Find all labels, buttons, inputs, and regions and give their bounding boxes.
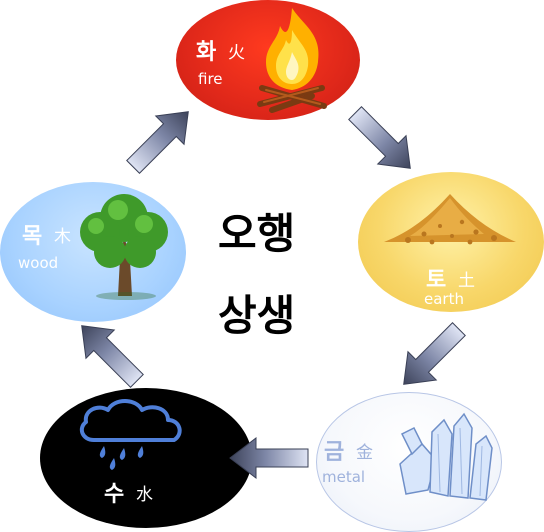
metal-english-label: metal [322,468,366,486]
water-korean-label: 수 [104,482,125,507]
diagram-title-line1: 오행 [218,209,296,258]
fire-english-label: fire [198,70,223,88]
wood-hanja-label: 木 [54,227,71,247]
arrow-fire-to-earth [348,106,411,169]
rain-cloud-icon [79,399,182,470]
water-node [40,388,252,528]
soil-pile-icon [384,194,516,245]
campfire-icon [257,8,327,113]
earth-korean-label: 토 [426,268,447,293]
metal-korean-label: 금 [324,440,345,465]
earth-hanja-label: 土 [458,271,475,291]
earth-english-label: earth [424,290,464,308]
wood-english-label: wood [18,254,59,272]
arrow-wood-to-fire [126,111,189,174]
fire-korean-label: 화 [196,40,217,65]
water-hanja-label: 水 [136,485,153,505]
crystal-icon [399,412,493,501]
arrow-earth-to-metal [403,322,466,385]
metal-hanja-label: 金 [356,443,373,463]
fire-hanja-label: 火 [228,43,245,63]
tree-icon [80,194,168,300]
diagram-title-line2: 상생 [218,291,296,340]
arrow-metal-to-water [229,436,309,480]
wood-korean-label: 목 [22,224,43,249]
arrow-water-to-wood [81,325,144,388]
